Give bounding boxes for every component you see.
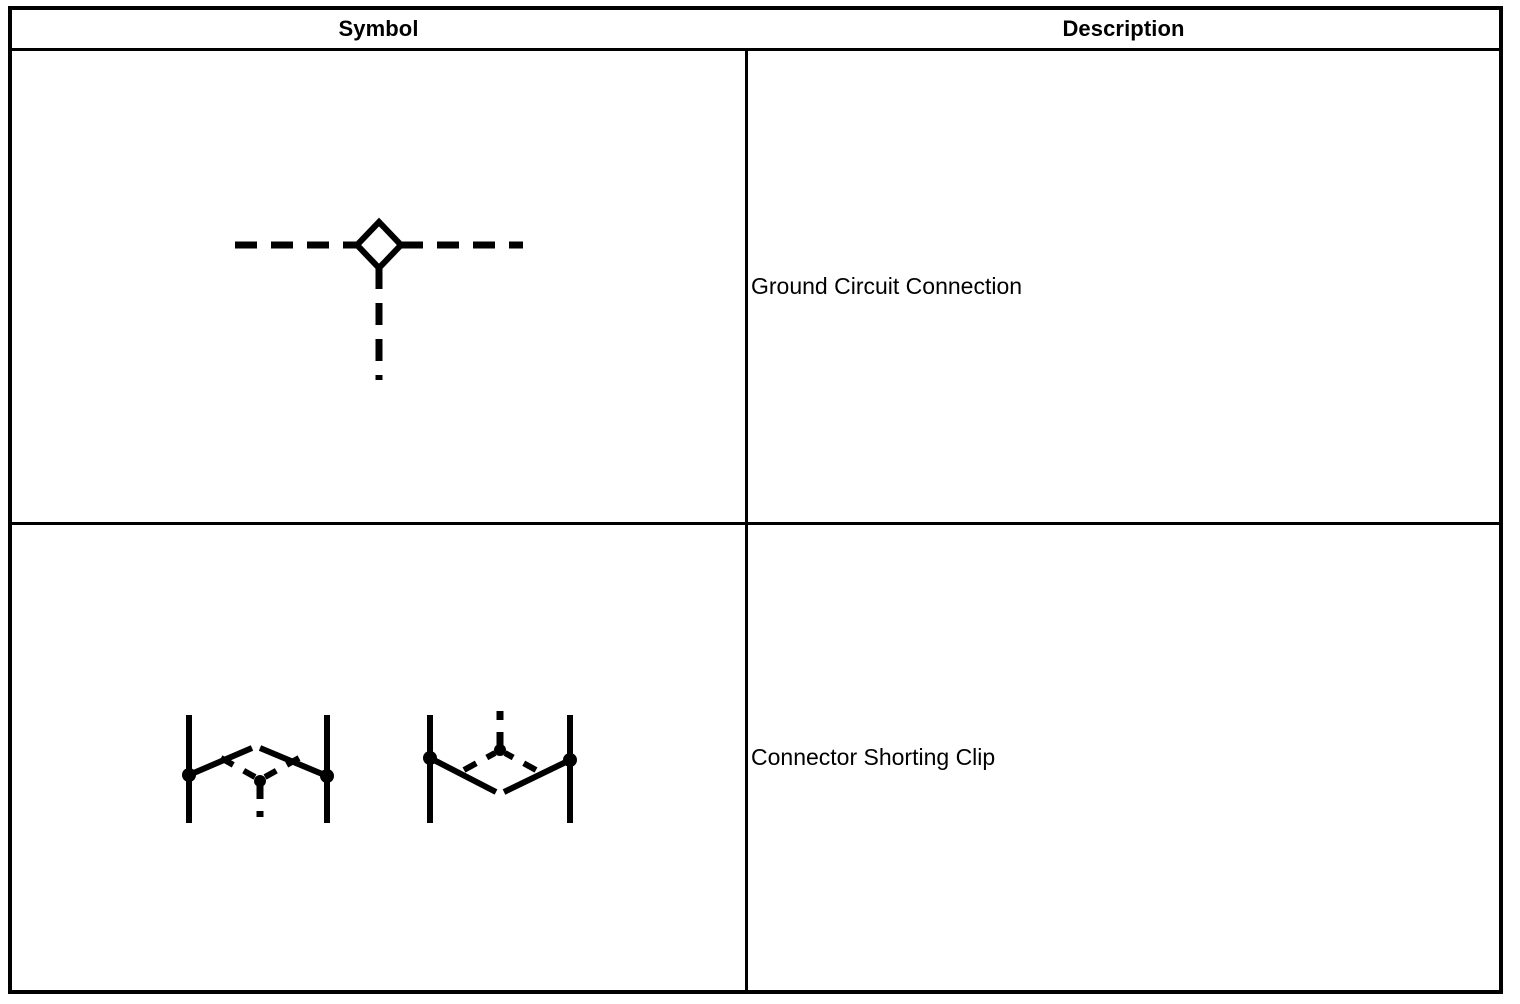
right-clip-figure [423,711,577,823]
symbol-cell-ground-circuit [12,51,745,522]
right-clip-dashed-diagonal-left [462,750,497,773]
right-clip-dashed-diagonal-right [503,750,538,773]
left-clip-dashed-diagonal-left [219,755,257,780]
right-clip-solid-diagonal-right [502,757,572,795]
description-cell-connector-shorting-clip: Connector Shorting Clip [748,525,1499,990]
description-text: Ground Circuit Connection [751,272,1023,299]
description-cell-ground-circuit: Ground Circuit Connection [748,51,1499,522]
ground-circuit-connection-symbol [235,217,523,380]
left-clip-figure [182,715,334,823]
connector-shorting-clip-symbol [182,711,577,823]
column-header-symbol: Symbol [338,16,419,41]
left-clip-dashed-diagonal-right [263,755,301,780]
column-header-description: Description [1062,16,1185,41]
table-row: Ground Circuit Connection [12,51,1499,522]
symbol-cell-connector-shorting-clip [12,525,745,990]
row-divider [12,522,1499,525]
diamond-outline [352,217,406,273]
table-header-row: Symbol Description [12,10,1499,51]
table-row: Connector Shorting Clip [12,525,1499,990]
right-clip-solid-diagonal-left [428,755,498,795]
symbol-legend-table: Symbol Description Ground Circuit Connec… [8,6,1503,994]
column-divider [745,51,748,990]
left-clip-solid-diagonal-left [187,745,254,778]
description-text: Connector Shorting Clip [751,743,996,770]
